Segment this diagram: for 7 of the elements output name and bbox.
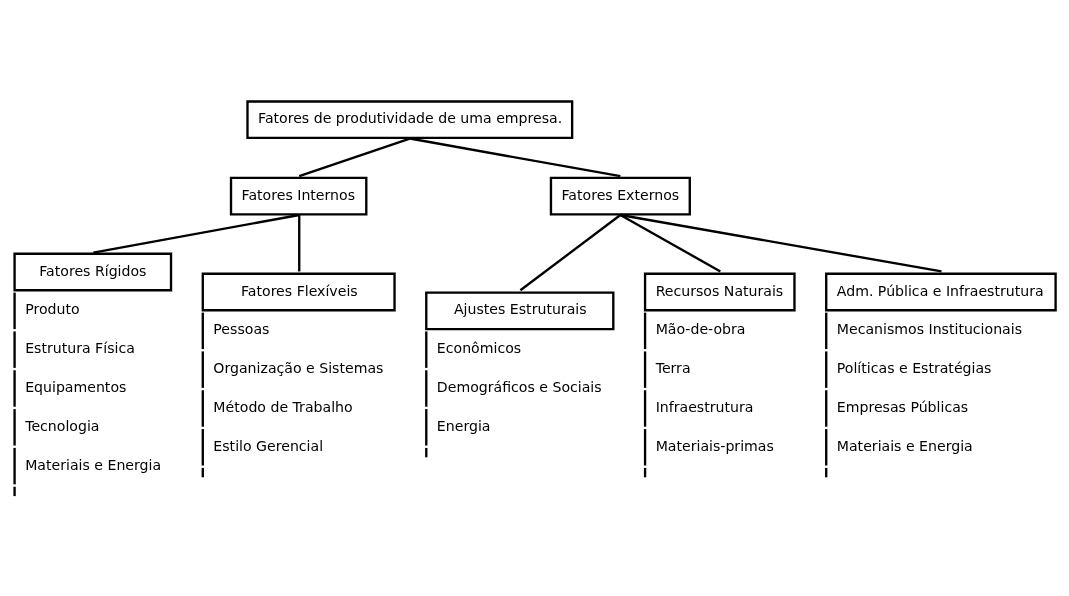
connector xyxy=(298,136,411,177)
connector xyxy=(93,213,300,254)
connector xyxy=(409,136,621,177)
connector xyxy=(620,213,942,273)
connector xyxy=(619,213,721,272)
connector xyxy=(519,213,622,291)
connector xyxy=(298,214,301,271)
